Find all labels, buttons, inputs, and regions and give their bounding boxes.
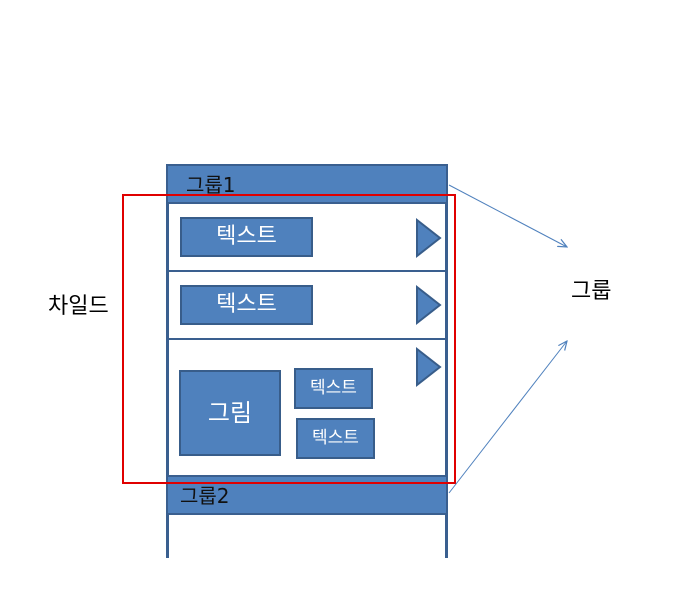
child-2-text: 텍스트 xyxy=(216,292,277,317)
child-1-text: 텍스트 xyxy=(216,224,277,249)
arrow-to-group-label-2 xyxy=(448,341,567,494)
list-frame xyxy=(166,164,448,558)
group-header-1-label: 그룹1 xyxy=(186,173,236,197)
child-2-text-box: 텍스트 xyxy=(180,285,313,325)
group-header-2-label: 그룹2 xyxy=(180,484,230,508)
child-3-picture-box: 그림 xyxy=(179,370,281,456)
child-3-text-box-2: 텍스트 xyxy=(296,418,375,459)
group-header-1[interactable]: 그룹1 xyxy=(166,164,448,204)
row-divider-1 xyxy=(166,270,448,272)
child-3-text-box-1: 텍스트 xyxy=(294,368,373,409)
group-label: 그룹 xyxy=(571,279,612,304)
child-3-text-2: 텍스트 xyxy=(312,428,359,448)
child-3-picture-label: 그림 xyxy=(207,399,253,427)
child-highlight-rect xyxy=(122,194,456,484)
child-3-text-1: 텍스트 xyxy=(310,378,357,398)
arrow-to-group-label-1 xyxy=(448,184,567,247)
child-label: 차일드 xyxy=(48,294,109,319)
child-1-text-box: 텍스트 xyxy=(180,217,313,257)
group-header-2[interactable]: 그룹2 xyxy=(166,475,448,515)
row-divider-2 xyxy=(166,338,448,340)
